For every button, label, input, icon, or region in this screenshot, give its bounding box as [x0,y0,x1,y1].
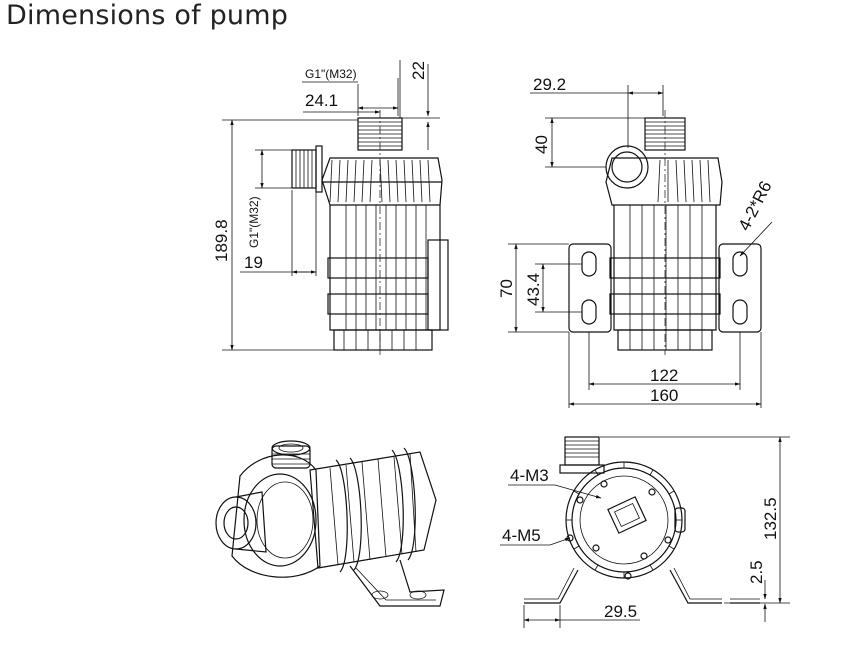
foot-width-label: 29.5 [604,602,637,621]
screw-m3-label: 4-M3 [510,466,549,485]
inlet-length-label: 19 [244,253,263,272]
page-title: Dimensions of pump [6,0,289,31]
mount-holes-label: 4-2*R6 [735,178,776,234]
height-label: 132.5 [761,497,780,540]
isometric-view [215,440,445,607]
inlet-offset-label: 29.2 [533,75,566,94]
hole-spacing-h-label: 122 [650,366,678,385]
bracket-height-label: 70 [497,279,516,298]
inlet-height-label: 40 [532,135,551,154]
outlet-offset-label: 24.1 [305,91,338,110]
end-view: 4-M3 4-M5 132.5 2.5 29.5 [500,436,790,628]
outlet-thread-label: G1"(M32) [305,67,357,81]
base-offset-label: 2.5 [747,560,766,584]
inlet-thread-label: G1"(M32) [247,196,261,248]
outlet-height-label: 22 [409,61,428,80]
front-view: 29.2 40 4-2*R6 70 43.4 122 160 [497,75,776,408]
hole-spacing-v-label: 43.4 [524,273,543,306]
total-height-label: 189.8 [212,219,231,262]
bracket-width-label: 160 [650,386,678,405]
screw-m5-label: 4-M5 [502,526,541,545]
side-view: G1"(M32) 24.1 22 189.8 G1"(M32) 19 [212,60,449,355]
